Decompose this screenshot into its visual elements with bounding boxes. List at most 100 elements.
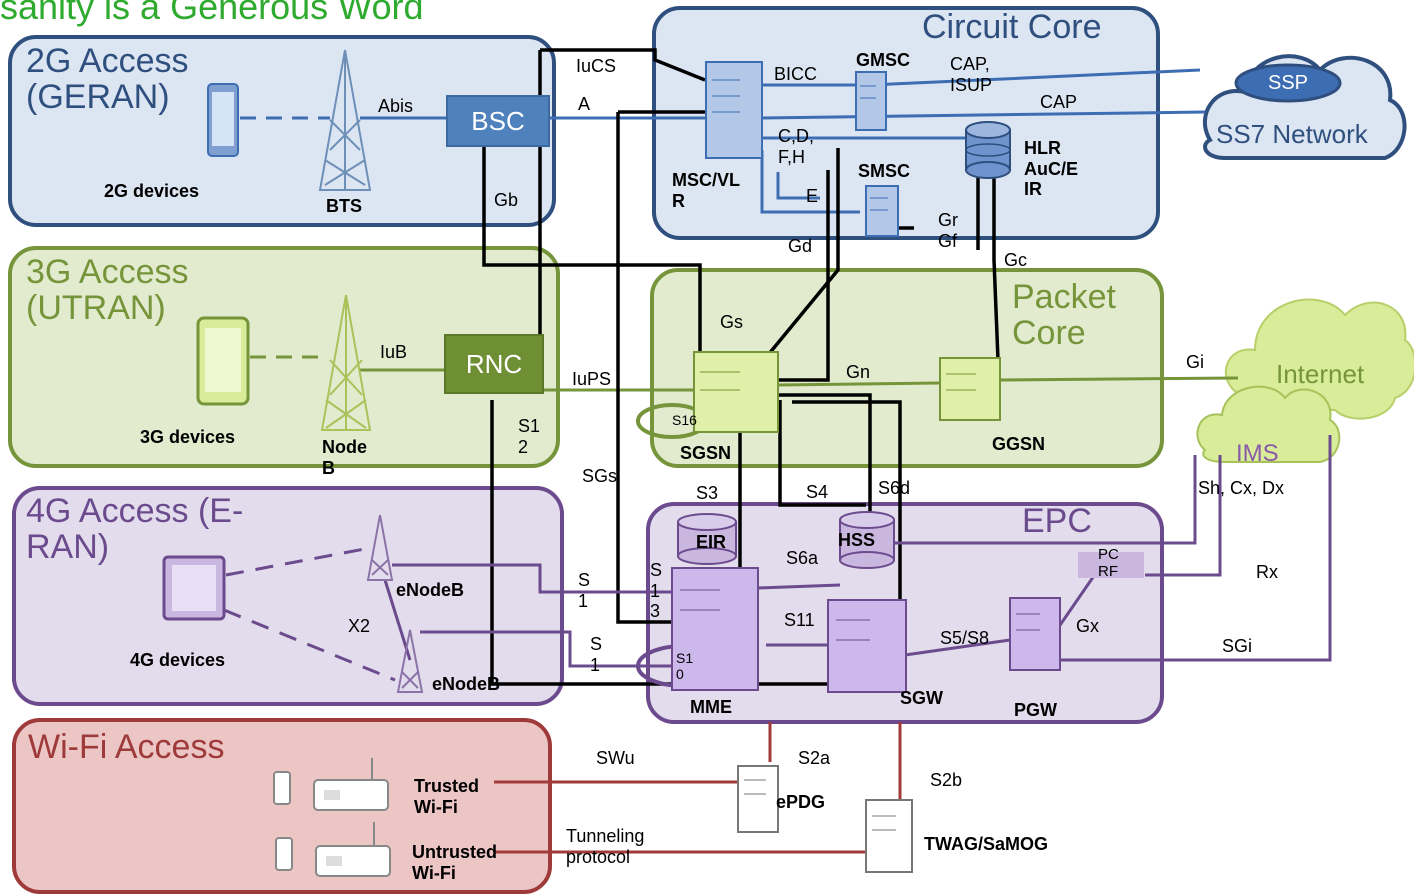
enodeb-tower-icon [396,629,424,693]
bts-label: BTS [326,196,362,216]
enodeb-tower-icon [366,514,394,581]
region-title-3g: 3G Access (UTRAN) [26,253,189,327]
enodeb-label: eNodeB [432,674,501,694]
if-gi: Gi [1186,352,1204,372]
hlr-database-icon [965,121,1011,179]
if-gd: Gd [788,236,813,256]
if-s16: S16 [672,412,697,428]
if-s10: S1 0 [676,650,694,683]
msc-server-icon [705,61,763,159]
region-title-wifi: Wi-Fi Access [28,728,225,766]
epdg-label: ePDG [776,792,826,812]
eir-database-icon [677,513,737,565]
wifi-phone-icon [275,837,293,871]
if-a: A [578,94,591,114]
phone-3g-screen-icon [205,328,241,392]
trusted-wifi-router-icon [313,758,389,811]
if-s2a: S2a [798,748,831,768]
mme-server-icon [671,567,759,691]
tablet-4g-screen-icon [172,565,216,611]
wifi-phone-icon [273,771,291,805]
nodeb-label: Node B [322,437,367,478]
gmsc-label: GMSC [856,50,910,70]
purple-links [223,435,1332,682]
if-s6d: S6d [878,478,911,498]
if-iucs: IuCS [576,56,617,76]
smsc-label: SMSC [858,161,911,181]
pcrf-label: PC RF [1098,546,1119,581]
hlr-label: HLR AuC/E IR [1024,138,1078,200]
twag-server-icon [865,799,913,873]
phone-2g-screen-icon [212,92,234,146]
twag-label: TWAG/SaMOG [924,834,1049,854]
bts-tower-icon [318,49,372,191]
4g-devices-label: 4G devices [130,650,226,670]
if-gs: Gs [720,312,744,332]
region-title-epc: EPC [1022,502,1092,540]
page-title: sanity is a Generous Word [0,0,424,27]
if-e: E [806,186,819,206]
if-bicc: BICC [774,64,818,84]
region-title-2g: 2G Access (GERAN) [26,42,189,116]
if-tunneling: Tunneling protocol [566,826,645,867]
if-s1b: S 1 [590,634,603,675]
enodeb-label: eNodeB [396,580,465,600]
if-s11: S11 [784,610,815,630]
if-s1a: S 1 [578,570,591,611]
if-x2: X2 [348,616,371,636]
if-gr-gf: Gr Gf [938,210,958,251]
ssp-label: SSP [1268,72,1309,94]
if-sgi: SGi [1222,636,1253,656]
if-cdfh: C,D, F,H [778,126,814,167]
mme-label: MME [690,697,732,717]
bsc-node[interactable]: BSC [446,95,550,147]
sgw-server-icon [827,599,907,693]
smsc-server-icon [865,185,899,237]
sgw-label: SGW [900,688,943,708]
eir-label: EIR [696,532,727,552]
if-gc: Gc [1004,250,1028,270]
if-s4: S4 [806,482,829,502]
ss7-network-label: SS7 Network [1216,119,1368,149]
red-links [494,722,902,854]
if-swu: SWu [596,748,635,768]
if-iub: IuB [380,342,408,362]
untrusted-wifi-label: Untrusted Wi-Fi [412,842,497,883]
region-packet-core [650,268,1164,468]
internet-cloud [1196,298,1414,463]
2g-devices-label: 2G devices [104,181,200,201]
pgw-server-icon [1009,597,1061,671]
untrusted-wifi-router-icon [315,822,391,877]
nodeb-tower-icon [320,294,372,431]
region-4g-access [12,486,564,706]
ims-label: IMS [1236,440,1279,467]
if-sh-cx-dx: Sh, Cx, Dx [1198,478,1285,498]
region-title-circuit: Circuit Core [922,8,1102,46]
sgsn-server-icon [693,351,779,433]
if-s3: S3 [696,483,719,503]
region-title-packet: Packet Core [1012,278,1116,352]
hss-label: HSS [838,530,876,550]
ggsn-label: GGSN [992,434,1046,454]
if-abis: Abis [378,96,414,116]
msc-vlr-label: MSC/VL R [672,170,741,211]
3g-devices-label: 3G devices [140,427,236,447]
if-cap: CAP [1040,92,1078,112]
if-s12: S1 2 [518,416,541,457]
if-rx: Rx [1256,562,1278,582]
if-gx: Gx [1076,616,1100,636]
gmsc-server-icon [855,71,887,131]
ss7-cloud [1203,54,1407,160]
if-s2b: S2b [930,770,963,790]
rnc-node[interactable]: RNC [444,334,544,394]
if-cap-isup: CAP, ISUP [950,54,993,95]
if-iups: IuPS [572,369,612,389]
ggsn-server-icon [939,357,1001,421]
if-gb: Gb [494,190,519,210]
internet-label: Internet [1276,359,1365,389]
if-s5s8: S5/S8 [940,628,990,648]
region-title-4g: 4G Access (E- RAN) [26,492,244,566]
hss-database-icon [839,511,895,569]
trusted-wifi-label: Trusted Wi-Fi [414,776,480,817]
if-sgs: SGs [582,466,618,486]
